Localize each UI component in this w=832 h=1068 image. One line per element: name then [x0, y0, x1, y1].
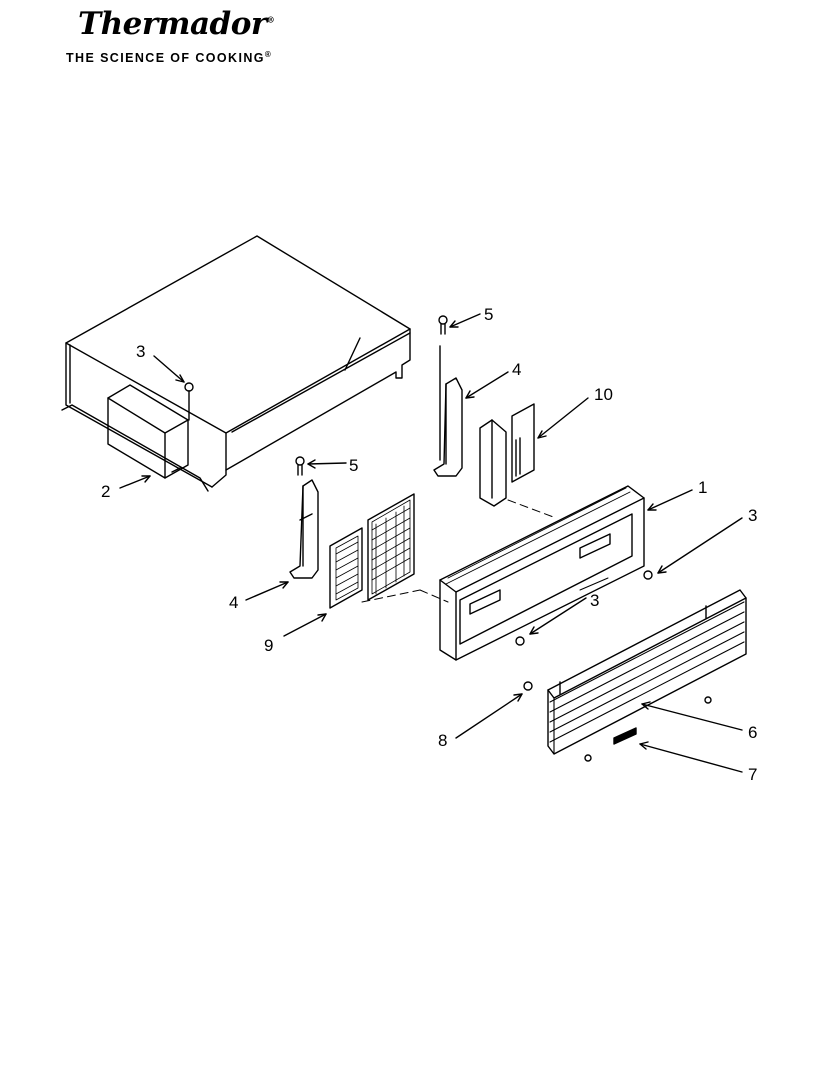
part-housing: [61, 235, 411, 492]
callout-3-frame-lower: 3: [590, 591, 599, 610]
part-bracket-right: [433, 345, 463, 477]
screw-3-housing: [184, 382, 194, 421]
callout-8-screw: 8: [438, 731, 447, 750]
part-badge-7: [613, 727, 637, 745]
callout-2-housing: 2: [101, 482, 110, 501]
brand-name: Thermador: [78, 6, 267, 42]
leader-lines: [119, 313, 743, 773]
callout-3-frame-upper: 3: [748, 506, 757, 525]
callout-9-filter: 9: [264, 636, 273, 655]
callout-5-upper: 5: [484, 305, 493, 324]
assembly-lines: [361, 499, 557, 603]
callout-7-badge: 7: [748, 765, 757, 784]
callout-4-lower: 4: [229, 593, 238, 612]
brand-tagline-text: THE SCIENCE OF COOKING: [66, 51, 265, 66]
part-grille-6: [547, 589, 747, 755]
callout-5-lower: 5: [349, 456, 358, 475]
registered-mark: ®: [266, 14, 275, 25]
screw-5-lower: [295, 456, 305, 476]
part-bracket-left: [289, 479, 319, 579]
screw-3-frame-upper: [643, 570, 653, 580]
screw-3-frame-lower: [515, 636, 525, 646]
screw-grille-lower: [584, 696, 712, 762]
callout-10-trim: 10: [594, 385, 613, 404]
part-filter-9: [329, 493, 415, 609]
callout-1-frame: 1: [698, 478, 707, 497]
tagline-registered-mark: ®: [264, 50, 273, 59]
screw-8: [523, 681, 533, 691]
part-trim-10: [479, 403, 535, 507]
part-transformer-box: [107, 384, 189, 479]
brand-logo: Thermador®: [78, 6, 275, 42]
callout-4-upper: 4: [512, 360, 521, 379]
brand-tagline: THE SCIENCE OF COOKING®: [66, 50, 272, 65]
callout-6-grille: 6: [748, 723, 757, 742]
part-front-frame: [439, 485, 645, 661]
callout-3-housing: 3: [136, 342, 145, 361]
screw-5-upper: [438, 315, 448, 335]
